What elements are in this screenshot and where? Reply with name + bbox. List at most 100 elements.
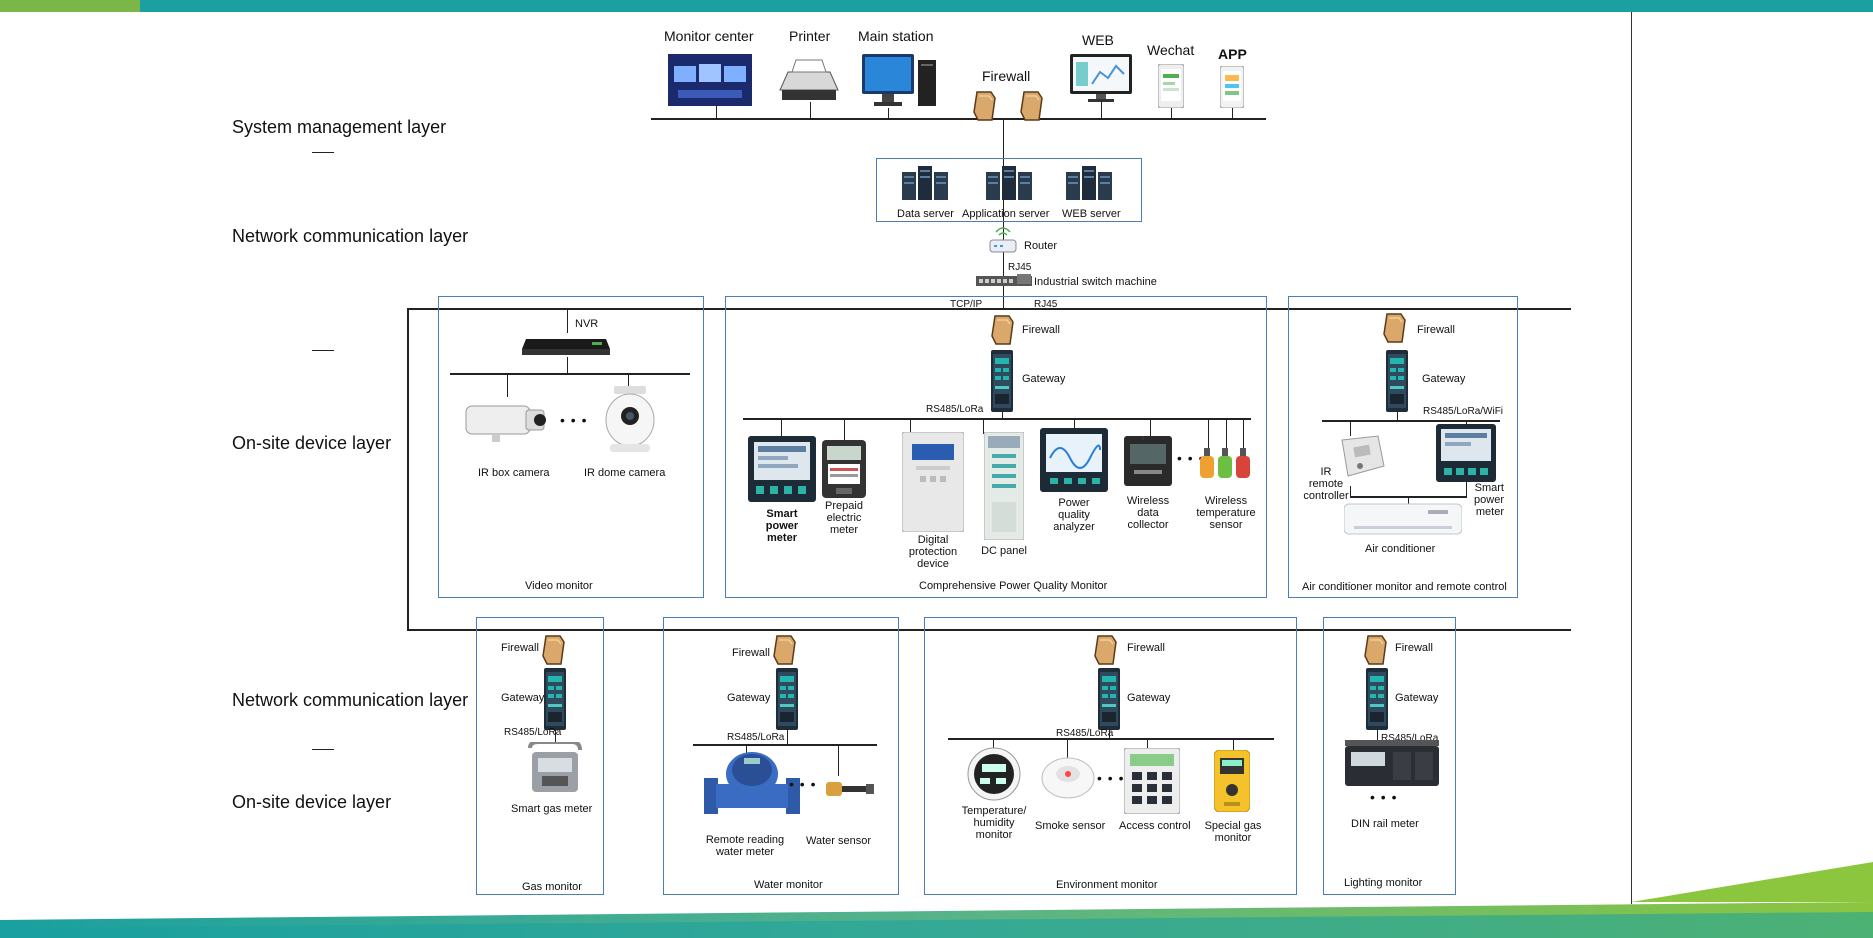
dc-panel-icon — [984, 432, 1024, 540]
layer-label-network-communication-2: Network communication layer — [232, 690, 469, 710]
gas-bus-protocol-label: RS485/LoRa — [504, 727, 562, 738]
wechat-label: Wechat — [1147, 42, 1195, 58]
rj45-bus-label: RJ45 — [1034, 299, 1058, 310]
digital-protection-device-icon — [902, 432, 964, 532]
remote-reading-water-meter-icon — [704, 752, 800, 814]
temperature-humidity-monitor-label: Temperature/ humidity monitor — [961, 805, 1027, 841]
smart-gas-meter-icon — [528, 742, 582, 792]
digital-protection-device-label: Digital protection device — [908, 534, 958, 570]
wireless-data-collector-label: Wireless data collector — [1126, 495, 1170, 531]
water-field-bus — [693, 744, 877, 746]
air-conditioner-title: Air conditioner monitor and remote contr… — [1302, 581, 1507, 593]
ir-dome-camera-label: IR dome camera — [584, 467, 666, 479]
server-group-box — [876, 158, 1142, 222]
gateway-label: Gateway — [1022, 373, 1066, 385]
water-monitor-box — [663, 617, 899, 895]
water-gateway-label: Gateway — [727, 692, 771, 704]
power-quality-analyzer-label: Power quality analyzer — [1053, 497, 1095, 533]
nvr-icon — [522, 339, 610, 355]
firewall-icon — [1020, 91, 1043, 121]
smart-gas-meter-label: Smart gas meter — [511, 803, 593, 815]
power-quality-monitor-title: Comprehensive Power Quality Monitor — [919, 580, 1108, 592]
web-server-icon — [1066, 166, 1112, 200]
top-accent-bar — [0, 0, 1873, 12]
trunk-line — [1003, 118, 1004, 308]
lighting-monitor-box — [1323, 617, 1456, 895]
gas-gateway-label: Gateway — [501, 692, 545, 704]
power-quality-analyzer-icon — [1040, 428, 1108, 492]
app-label: APP — [1218, 46, 1247, 62]
gateway-icon — [991, 350, 1013, 412]
water-sensor-icon — [826, 782, 874, 796]
temperature-humidity-monitor-icon — [967, 747, 1021, 801]
firewall-label: Firewall — [1022, 324, 1060, 336]
web-label: WEB — [1082, 32, 1114, 48]
wireless-data-collector-icon — [1124, 436, 1172, 486]
din-rail-meter-icon — [1345, 740, 1439, 786]
power-field-bus — [743, 418, 1251, 420]
monitor-center-icon — [668, 54, 752, 106]
right-divider-line — [1631, 12, 1632, 904]
data-server-label: Data server — [897, 208, 954, 220]
firewall-icon — [1364, 635, 1387, 665]
gas-monitor-title: Gas monitor — [522, 881, 582, 893]
lighting-gateway-label: Gateway — [1395, 692, 1439, 704]
dc-panel-label: DC panel — [981, 545, 1027, 557]
env-field-bus — [948, 738, 1274, 740]
access-control-icon — [1124, 748, 1180, 814]
gateway-icon — [1098, 668, 1120, 730]
air-conditioner-icon — [1344, 503, 1462, 535]
ir-box-camera-label: IR box camera — [478, 467, 550, 479]
lighting-firewall-label: Firewall — [1395, 642, 1433, 654]
gateway-icon — [1366, 668, 1388, 730]
gateway-icon — [776, 668, 798, 730]
web-server-label: WEB server — [1062, 208, 1121, 220]
smart-power-meter-icon — [748, 436, 816, 502]
bus-protocol-label: RS485/LoRa — [926, 404, 984, 415]
web-dashboard-icon — [1070, 54, 1132, 102]
layer-label-onsite-device: On-site device layer — [232, 433, 392, 453]
application-server-label: Application server — [962, 208, 1050, 220]
app-phone-icon — [1220, 66, 1244, 108]
layer-divider — [312, 350, 334, 351]
video-monitor-title: Video monitor — [525, 580, 593, 592]
tcpip-label: TCP/IP — [950, 299, 983, 310]
water-ellipsis: • • • — [789, 776, 817, 792]
firewall-icon — [991, 315, 1014, 345]
env-ellipsis: • • • — [1097, 770, 1125, 786]
application-server-icon — [986, 166, 1032, 200]
special-gas-monitor-label: Special gas monitor — [1204, 820, 1262, 844]
main-station-icon — [862, 54, 936, 106]
ac-smart-power-meter-label: Smart power meter — [1474, 482, 1504, 518]
smoke-sensor-label: Smoke sensor — [1035, 820, 1106, 832]
prepaid-electric-meter-label: Prepaid electric meter — [825, 500, 863, 536]
ac-bus-protocol-label: RS485/LoRa/WiFi — [1423, 406, 1504, 417]
router-icon — [989, 227, 1017, 253]
ac-field-bus — [1322, 420, 1500, 422]
monitor-center-label: Monitor center — [664, 28, 754, 44]
bottom-accent-bar — [0, 902, 1873, 938]
firewall-icon — [1094, 635, 1117, 665]
rj45-label: RJ45 — [1008, 262, 1032, 273]
lighting-ellipsis: • • • — [1370, 789, 1398, 805]
firewall-icon — [1383, 313, 1406, 343]
layer-divider — [312, 749, 334, 750]
ir-remote-controller-icon — [1341, 435, 1385, 477]
camera-ellipsis: • • • — [560, 412, 588, 428]
water-monitor-title: Water monitor — [754, 879, 823, 891]
management-bus-line — [651, 118, 1266, 120]
firewall-icon — [773, 635, 796, 665]
access-control-label: Access control — [1119, 820, 1191, 832]
env-gateway-label: Gateway — [1127, 692, 1171, 704]
printer-icon — [779, 59, 839, 100]
env-firewall-label: Firewall — [1127, 642, 1165, 654]
special-gas-monitor-icon — [1214, 750, 1250, 812]
wechat-phone-icon — [1158, 64, 1184, 108]
firewall-icon — [542, 635, 565, 665]
firewall-icon — [973, 91, 996, 121]
ac-firewall-label: Firewall — [1417, 324, 1455, 336]
smoke-sensor-icon — [1041, 757, 1095, 799]
remote-reading-water-meter-label: Remote reading water meter — [705, 834, 785, 858]
onsite-bus-bottom — [407, 629, 1571, 631]
onsite-bus-top — [407, 308, 1571, 310]
